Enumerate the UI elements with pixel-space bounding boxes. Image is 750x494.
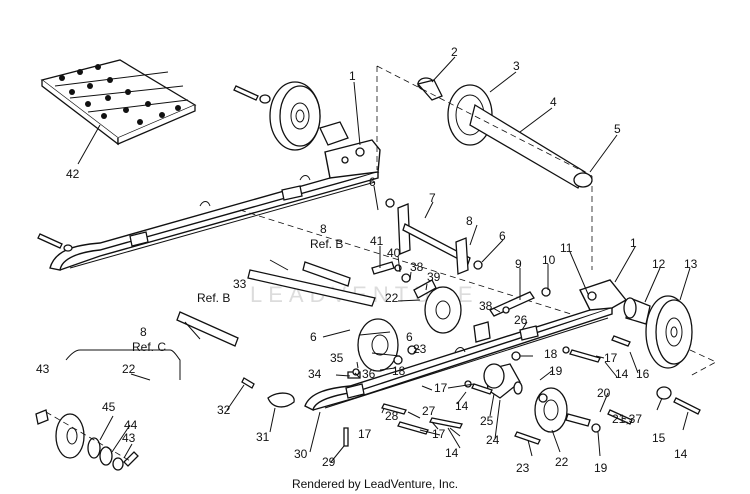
- callout-43: 43: [36, 362, 50, 376]
- callout-15: 15: [652, 431, 666, 445]
- callout-14: 14: [455, 399, 469, 413]
- callout-14: 14: [615, 367, 629, 381]
- callout-8: 8: [466, 214, 473, 228]
- callout-38: 38: [410, 260, 424, 274]
- callout-26: 26: [514, 313, 528, 327]
- callout-36: 36: [362, 367, 376, 381]
- callout-7: 7: [429, 191, 436, 205]
- bolt-41: [371, 261, 395, 275]
- callout-10: 10: [542, 253, 556, 267]
- callout-39: 39: [427, 270, 441, 284]
- rear-wheel-assembly: [623, 295, 693, 369]
- callout-42: 42: [66, 167, 80, 181]
- callout-2: 2: [451, 45, 458, 59]
- top-left-bolt: [233, 85, 271, 104]
- callout-8-ref-c: 8: [140, 325, 147, 339]
- ref-b-label: Ref. B: [197, 291, 230, 305]
- callout-6: 6: [369, 175, 376, 189]
- shaft-8-ref-c: [176, 311, 239, 347]
- callout-22: 22: [122, 362, 136, 376]
- callout-17: 17: [358, 427, 372, 441]
- lower-bracket-25: [483, 363, 523, 399]
- callout-22: 22: [555, 455, 569, 469]
- footer-credit: Rendered by LeadVenture, Inc.: [291, 477, 459, 491]
- callout-43: 43: [122, 431, 136, 445]
- shaft-33: [247, 269, 376, 307]
- callout-44: 44: [124, 418, 138, 432]
- callout-31: 31: [256, 430, 270, 444]
- callout-12: 12: [652, 257, 666, 271]
- callout-17: 17: [434, 381, 448, 395]
- callout-41: 41: [370, 234, 384, 248]
- callout-40: 40: [387, 246, 401, 260]
- bolt-14-right: [673, 397, 701, 415]
- callout-27: 27: [422, 404, 436, 418]
- callout-30: 30: [294, 447, 308, 461]
- washer-15: [656, 386, 672, 400]
- callout-6: 6: [406, 330, 413, 344]
- callout-38: 38: [479, 299, 493, 313]
- callout-11: 11: [560, 241, 573, 255]
- callout-1: 1: [630, 236, 637, 250]
- callout-35: 35: [330, 351, 344, 365]
- rear-axle-assembly: [416, 77, 593, 189]
- callout-3: 3: [513, 59, 520, 73]
- callout-8-ref-b: 8: [320, 222, 327, 236]
- callout-19: 19: [549, 364, 563, 378]
- ref-c-label: Ref. C: [132, 340, 166, 354]
- callout-28: 28: [385, 409, 399, 423]
- callout-14: 14: [674, 447, 688, 461]
- callout-9: 9: [515, 257, 522, 271]
- left-rail-upper: [49, 139, 381, 271]
- callout-20: 20: [597, 386, 611, 400]
- callout-17: 17: [604, 351, 618, 365]
- callout-22: 22: [385, 291, 399, 305]
- callout-17: 17: [432, 427, 446, 441]
- spacer: [319, 121, 349, 146]
- callout-1: 1: [349, 69, 356, 83]
- upper-idler-wheel: [269, 81, 321, 151]
- callout-33: 33: [233, 277, 247, 291]
- callout-45: 45: [102, 400, 116, 414]
- callout-23: 23: [516, 461, 530, 475]
- callout-18: 18: [544, 347, 558, 361]
- callout-25: 25: [480, 414, 494, 428]
- callout-24: 24: [486, 433, 500, 447]
- part-7-cross-arm: [397, 203, 471, 275]
- bolt-23: [514, 431, 541, 445]
- callout-32: 32: [217, 403, 231, 417]
- callout-21-37: 21,37: [612, 412, 642, 426]
- leader-lines: [77, 56, 691, 463]
- bolt-17: [569, 349, 601, 363]
- left-bolt: [37, 233, 63, 249]
- part-31: [267, 392, 295, 408]
- spacer-20: [565, 413, 591, 427]
- middle-wheel-upper: [424, 286, 462, 334]
- bolt-9: [489, 291, 535, 317]
- callout-16: 16: [636, 367, 650, 381]
- bracket-22: [65, 349, 181, 380]
- callout-5: 5: [614, 122, 621, 136]
- right-rail: [304, 279, 628, 412]
- callout-6: 6: [310, 330, 317, 344]
- shaft-8-ref-b: [302, 261, 351, 287]
- callout-23: 23: [413, 342, 427, 356]
- callout-18: 18: [392, 364, 406, 378]
- callout-13: 13: [684, 257, 698, 271]
- bolt-21: [607, 409, 633, 425]
- callout-34: 34: [308, 367, 322, 381]
- callout-19: 19: [594, 461, 608, 475]
- callout-14: 14: [445, 446, 459, 460]
- ref-b-label: Ref. B: [310, 237, 343, 251]
- bogie-wheel-assembly-22: [35, 409, 139, 471]
- bolt-29: [343, 427, 349, 447]
- callout-4: 4: [550, 95, 557, 109]
- callout-6: 6: [499, 229, 506, 243]
- callout-29: 29: [322, 455, 336, 469]
- part-42-wear-plate: [40, 59, 197, 146]
- pin-32: [241, 377, 255, 389]
